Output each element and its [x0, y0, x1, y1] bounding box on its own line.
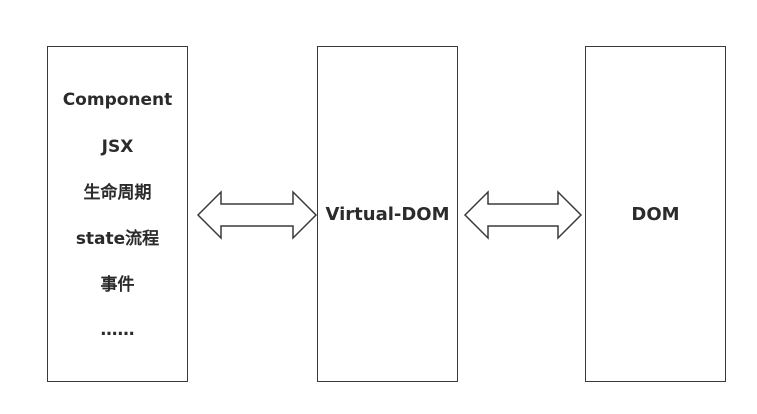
virtual-dom-box: Virtual-DOM — [317, 46, 458, 382]
double-arrow-left — [196, 190, 318, 240]
ellipsis-label: …… — [100, 320, 135, 340]
component-box: Component JSX 生命周期 state流程 事件 …… — [47, 46, 188, 382]
component-label: Component — [62, 90, 173, 110]
dom-box: DOM — [585, 46, 726, 382]
event-label: 事件 — [100, 275, 135, 295]
virtual-dom-label: Virtual-DOM — [325, 204, 450, 225]
lifecycle-label: 生命周期 — [83, 183, 152, 203]
state-flow-label: state流程 — [75, 229, 160, 249]
double-arrow-right — [463, 190, 583, 240]
dom-label: DOM — [631, 204, 680, 225]
jsx-label: JSX — [101, 137, 134, 157]
